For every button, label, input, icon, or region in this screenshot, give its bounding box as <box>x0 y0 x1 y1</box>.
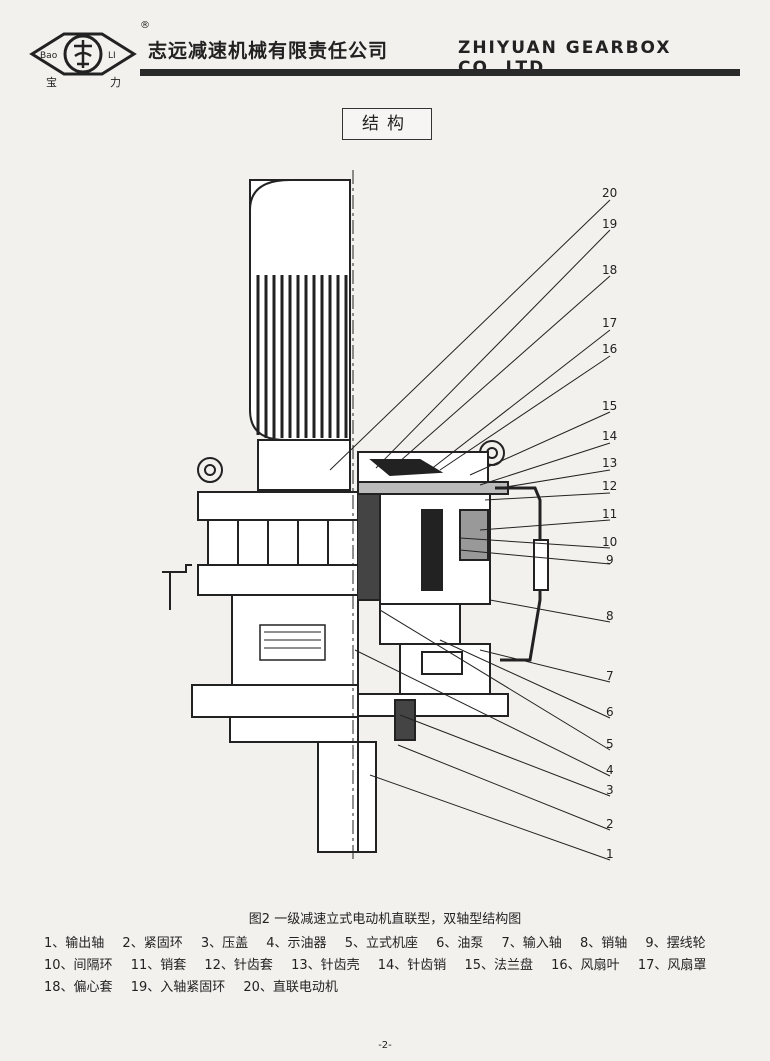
part-label-20: 20 <box>602 186 617 200</box>
legend-item: 15、法兰盘 <box>464 958 533 973</box>
legend-item: 13、针齿壳 <box>291 958 360 973</box>
parts-legend: 1、输出轴 2、紧固环 3、压盖 4、示油器 5、立式机座 6、油泵 7、输入轴… <box>44 933 734 999</box>
legend-item: 9、摆线轮 <box>645 936 706 951</box>
part-label-8: 8 <box>606 609 614 623</box>
legend-item: 8、销轴 <box>579 936 628 951</box>
legend-item: 12、针齿套 <box>204 958 273 973</box>
part-label-19: 19 <box>602 217 617 231</box>
legend-item: 10、间隔环 <box>44 958 113 973</box>
legend-item: 19、入轴紧固环 <box>130 980 226 995</box>
part-label-15: 15 <box>602 399 617 413</box>
part-label-6: 6 <box>606 705 614 719</box>
part-label-14: 14 <box>602 429 617 443</box>
legend-item: 3、压盖 <box>200 936 249 951</box>
part-label-11: 11 <box>602 507 617 521</box>
legend-item: 14、针齿销 <box>377 958 447 973</box>
company-logo: Bao LI 宝 力 <box>29 32 137 89</box>
part-label-9: 9 <box>606 553 614 567</box>
part-label-17: 17 <box>602 316 617 330</box>
legend-item: 18、偏心套 <box>44 980 113 995</box>
part-label-18: 18 <box>602 263 617 277</box>
legend-item: 4、示油器 <box>266 936 327 951</box>
legend-item: 6、油泵 <box>436 936 484 951</box>
legend-item: 5、立式机座 <box>344 936 418 951</box>
legend-item: 16、风扇叶 <box>551 958 620 973</box>
part-label-16: 16 <box>602 342 617 356</box>
company-name-cn: 志远减速机械有限责任公司 <box>148 40 389 62</box>
header-rule <box>140 69 740 76</box>
part-label-4: 4 <box>606 763 614 777</box>
page-header: Bao LI 宝 力 ® 志远减速机械有限责任公司 ZHIYUAN GEARBO… <box>28 20 743 90</box>
legend-item: 7、输入轴 <box>501 936 562 951</box>
legend-item: 1、输出轴 <box>44 936 105 951</box>
part-label-2: 2 <box>606 817 614 831</box>
page-number: -2- <box>378 1040 392 1051</box>
legend-item: 2、紧固环 <box>122 936 183 951</box>
part-label-7: 7 <box>606 669 614 683</box>
logo-cn-right: 力 <box>110 76 121 89</box>
logo-text-left: Bao <box>40 51 58 61</box>
part-label-10: 10 <box>602 535 617 549</box>
logo-text-right: LI <box>108 51 116 61</box>
section-title: 结构 <box>342 108 432 140</box>
part-label-13: 13 <box>602 456 617 470</box>
part-label-5: 5 <box>606 737 614 751</box>
registered-mark: ® <box>140 20 150 31</box>
part-label-1: 1 <box>606 847 614 861</box>
logo-cn-left: 宝 <box>46 75 57 89</box>
figure-caption: 图2 一级减速立式电动机直联型，双轴型结构图 <box>248 912 522 927</box>
legend-item: 20、直联电动机 <box>243 980 338 995</box>
legend-item: 11、销套 <box>130 958 187 973</box>
part-label-3: 3 <box>606 783 614 797</box>
legend-item: 17、风扇罩 <box>637 958 707 973</box>
structure-drawing: 20 19 18 17 16 15 14 13 12 11 10 9 8 7 6… <box>162 170 617 861</box>
part-label-12: 12 <box>602 479 617 493</box>
